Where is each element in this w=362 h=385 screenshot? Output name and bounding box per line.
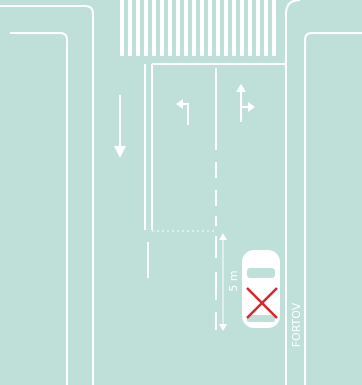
crossing-stripe — [224, 0, 228, 56]
distance-label: 5 m — [227, 270, 240, 291]
crossing-stripe — [232, 0, 236, 56]
crossing-stripe — [248, 0, 252, 56]
sidewalk-label: FORTOV — [290, 302, 303, 347]
crossing-stripe — [216, 0, 220, 56]
crossing-stripe — [136, 0, 140, 56]
pedestrian-crossing — [120, 0, 276, 56]
crossing-stripe — [176, 0, 180, 56]
crossing-stripe — [240, 0, 244, 56]
crossing-stripe — [200, 0, 204, 56]
car-rear-window — [247, 315, 275, 322]
right-outer-curb — [285, 0, 301, 385]
right-inner-curb — [304, 32, 362, 385]
crossing-stripe — [128, 0, 132, 56]
crossing-stripe — [192, 0, 196, 56]
straight-or-right-arrow-icon — [236, 84, 255, 122]
car-windshield — [247, 268, 275, 278]
crossing-stripe — [152, 0, 156, 56]
crossing-stripe — [144, 0, 148, 56]
left-inner-curb — [10, 32, 68, 385]
crossing-stripe — [184, 0, 188, 56]
distance-marker: 5 m — [219, 233, 240, 331]
left-turn-arrow-icon — [176, 99, 189, 125]
down-arrow-icon — [114, 95, 126, 158]
crossing-stripe — [168, 0, 172, 56]
prohibition-cross-icon-2 — [246, 287, 278, 319]
left-outer-curb — [0, 5, 94, 385]
crossing-stripe — [160, 0, 164, 56]
parked-car — [242, 250, 280, 328]
crossing-stripe — [272, 0, 276, 56]
crossing-stripe — [120, 0, 124, 56]
crossing-stripe — [256, 0, 260, 56]
crossing-stripe — [208, 0, 212, 56]
crossing-stripe — [264, 0, 268, 56]
